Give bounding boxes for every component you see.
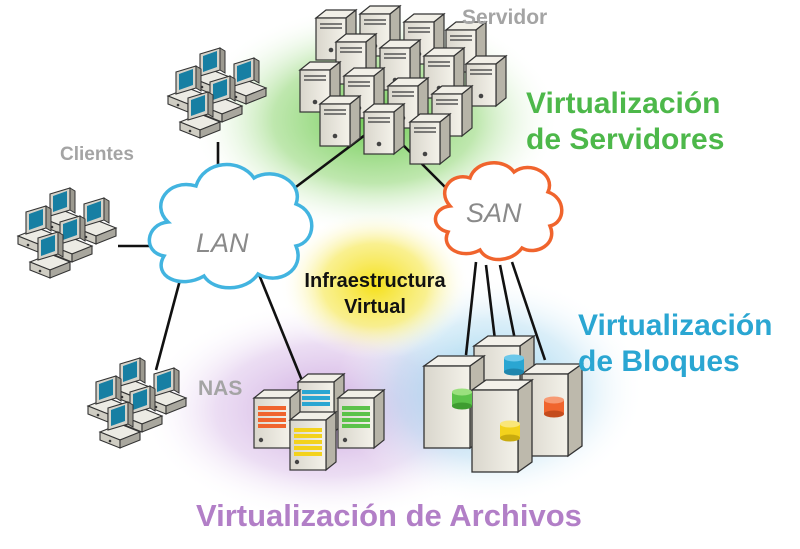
infraestructura-line2: Virtual	[344, 296, 406, 318]
san-label: SAN	[466, 198, 522, 228]
infraestructura-label: Infraestructura Virtual	[290, 268, 460, 320]
virtualizacion-servidores-label: Virtualización de Servidores	[526, 86, 724, 158]
virtualizacion-archivos-label: Virtualización de Archivos	[196, 498, 582, 533]
nas-servers	[253, 373, 385, 471]
virtualizacion-bloques-label: Virtualización de Bloques	[578, 308, 773, 380]
infraestructura-glow	[280, 210, 470, 360]
virt-servidores-line1: Virtualización	[526, 87, 721, 120]
bloques-storage	[423, 335, 583, 473]
clientes-left-cluster	[18, 188, 116, 278]
san-cloud	[433, 161, 564, 262]
servidor-label: Servidor	[462, 6, 548, 29]
virt-bloques-line1: Virtualización	[578, 309, 773, 342]
clientes-label: Clientes	[60, 144, 134, 165]
nas-label: NAS	[198, 377, 243, 400]
lan-cloud	[147, 162, 314, 290]
lan-label: LAN	[196, 228, 249, 258]
virt-servidores-line2: de Servidores	[526, 123, 725, 156]
infraestructura-line1: Infraestructura	[304, 270, 446, 292]
virt-bloques-line2: de Bloques	[578, 345, 740, 378]
